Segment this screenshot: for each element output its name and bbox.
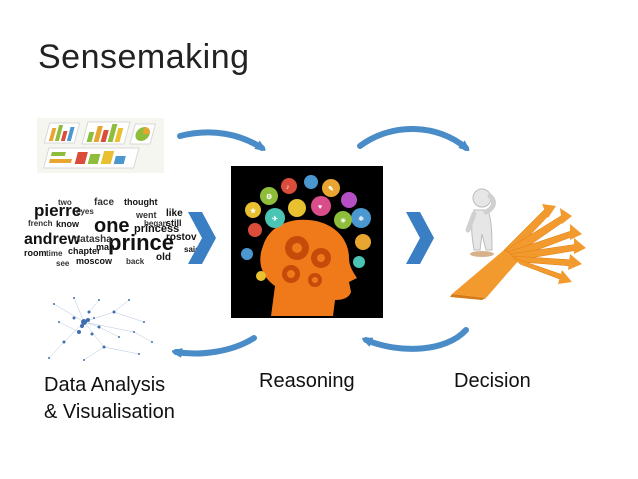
word-cloud-word: still <box>166 218 182 228</box>
svg-text:♪: ♪ <box>286 184 290 191</box>
svg-text:✎: ✎ <box>328 185 334 193</box>
word-cloud-word: andrew <box>24 231 81 248</box>
word-cloud-word: face <box>94 197 114 208</box>
svg-text:⚙: ⚙ <box>266 193 272 201</box>
word-cloud-word: said <box>184 245 200 254</box>
word-cloud-word: chapter <box>68 246 101 256</box>
word-cloud-word: went <box>135 210 157 220</box>
caption-data-analysis-line1: Data Analysis <box>44 374 166 396</box>
caption-data-analysis-line2: & Visualisation <box>44 401 175 423</box>
word-cloud-word: thought <box>124 197 157 207</box>
decision-person-image <box>450 188 586 300</box>
word-cloud-word: man <box>96 242 115 252</box>
word-cloud-word: natasha <box>74 234 112 245</box>
svg-text:⚛: ⚛ <box>358 215 364 223</box>
word-cloud-image: pierre face thought know one prince andr… <box>16 192 206 272</box>
word-cloud-word: moscow <box>76 256 113 266</box>
word-cloud-word: princess <box>134 223 179 235</box>
chart-thumbnail-image <box>37 118 164 173</box>
word-cloud-word: two <box>58 198 72 207</box>
word-cloud-word: prince <box>108 230 174 255</box>
word-cloud-word: know <box>56 219 80 229</box>
svg-text:★: ★ <box>250 207 257 215</box>
svg-text:♥: ♥ <box>318 204 322 211</box>
word-cloud-word: see <box>56 259 70 268</box>
caption-data-analysis: Data Analysis & Visualisation <box>44 372 175 426</box>
word-cloud-word: like <box>166 208 183 219</box>
word-cloud-word: old <box>156 252 171 263</box>
word-cloud-word: began <box>144 219 168 228</box>
svg-text:✈: ✈ <box>272 215 278 223</box>
caption-decision: Decision <box>454 370 531 392</box>
word-cloud-word: room <box>24 248 47 258</box>
svg-text:☀: ☀ <box>340 217 346 225</box>
chevron-right-icon[interactable] <box>404 212 434 264</box>
word-cloud-word: rostov <box>166 232 197 243</box>
word-cloud-word: french <box>28 219 53 228</box>
brain-head-image: ★ ⚙ ♪ ✎ ⚛ ♥ ✈ ☀ <box>231 166 383 318</box>
network-graph-image <box>48 297 153 361</box>
word-cloud-word: one <box>94 215 130 237</box>
word-cloud-word: eyes <box>76 207 94 216</box>
word-cloud-word: pierre <box>34 201 81 220</box>
word-cloud-word: time <box>46 249 63 258</box>
word-cloud-word: back <box>126 257 145 266</box>
chevron-right-icon[interactable] <box>186 212 216 264</box>
slide-title: Sensemaking <box>38 38 250 76</box>
caption-reasoning: Reasoning <box>259 370 355 392</box>
